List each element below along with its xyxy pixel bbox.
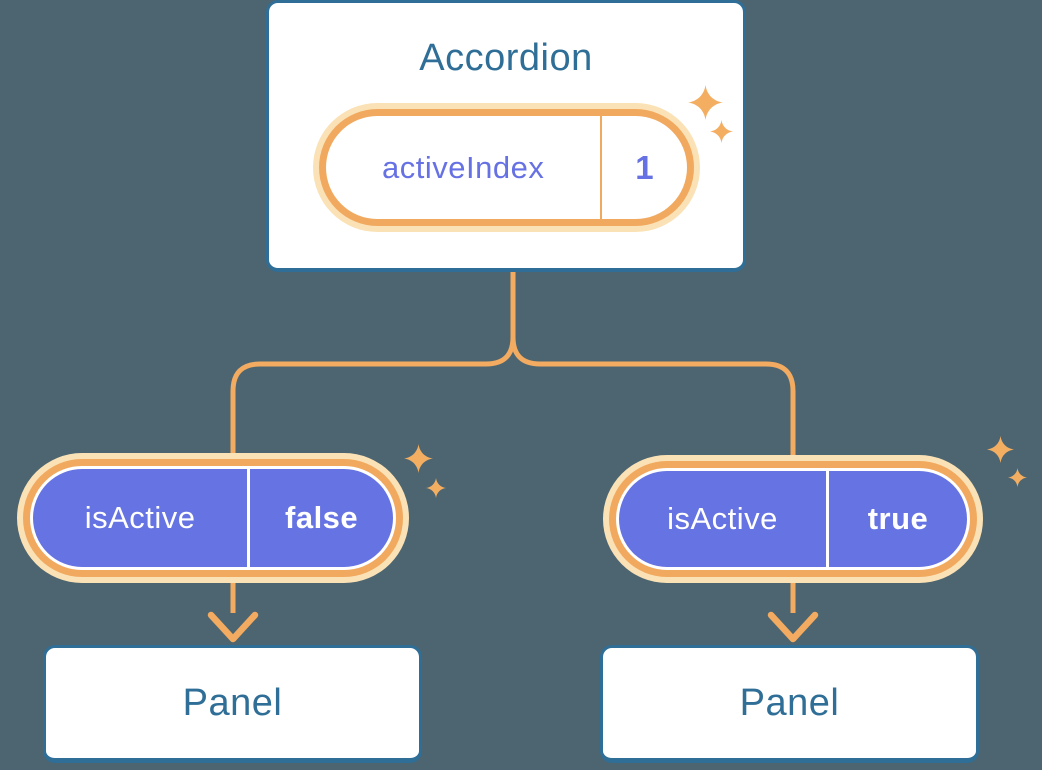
panel-title: Panel (182, 681, 283, 724)
pill-separator (600, 116, 603, 219)
connector-right-branch (510, 336, 796, 613)
sparkle-icon (426, 478, 446, 498)
arrowhead-left-icon (207, 611, 259, 643)
arrowhead-right-icon (767, 611, 819, 643)
prop-pill-isactive-false: isActive false (30, 466, 396, 570)
sparkle-icon (987, 436, 1014, 463)
prop-pill-label: isActive (84, 500, 196, 535)
panel-box-left: Panel (43, 645, 422, 763)
sparkle-icon (1008, 468, 1027, 487)
sparkle-icon (688, 85, 723, 120)
accordion-title: Accordion (419, 37, 593, 79)
sparkle-icon (710, 120, 733, 143)
state-pill-label: activeIndex (382, 149, 545, 185)
connector-left-branch (230, 271, 516, 613)
prop-pill-value: false (285, 500, 359, 535)
panel-box-right: Panel (600, 645, 979, 763)
sparkle-icon (404, 444, 433, 473)
state-pill-activeindex: activeIndex 1 (326, 116, 687, 219)
pill-separator (247, 469, 251, 567)
prop-pill-isactive-true: isActive true (616, 468, 970, 570)
state-pill-value: 1 (635, 148, 655, 186)
panel-title: Panel (739, 681, 840, 724)
prop-pill-value: true (867, 501, 929, 536)
prop-pill-label: isActive (667, 501, 778, 536)
pill-separator (826, 471, 830, 567)
